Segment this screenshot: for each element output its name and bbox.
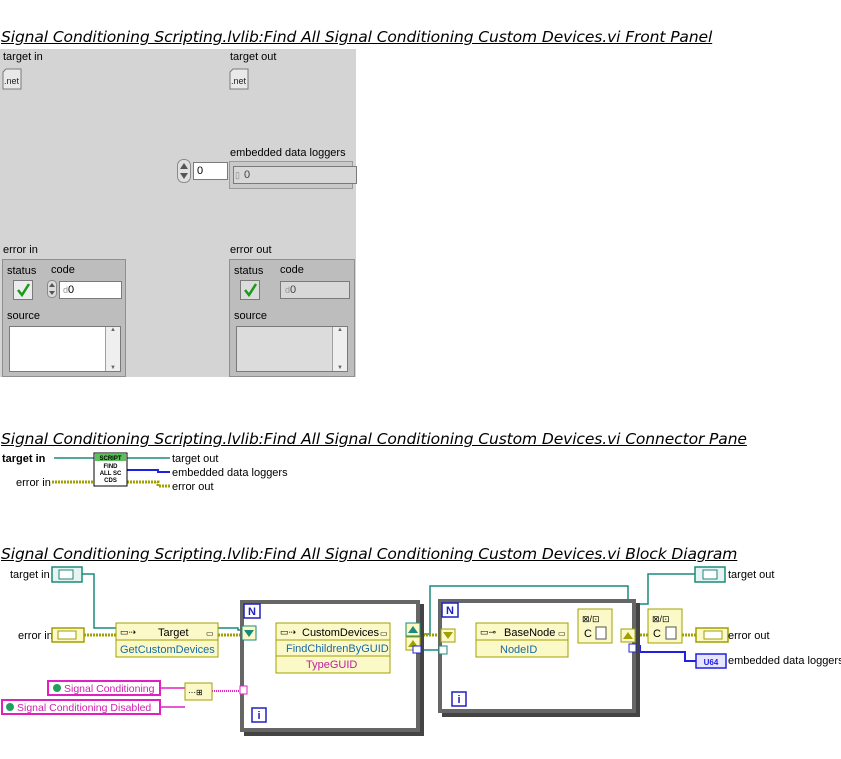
- stepper-icon: [177, 159, 191, 183]
- icon-line: FIND: [104, 464, 119, 470]
- target-out-refnum: .net: [229, 68, 249, 90]
- error-out-status-indicator: [240, 280, 260, 300]
- target-in-terminal[interactable]: [51, 566, 83, 583]
- svg-text:▭⇢: ▭⇢: [120, 627, 137, 637]
- error-in-terminal[interactable]: [51, 627, 85, 643]
- svg-text:▭: ▭: [380, 629, 388, 638]
- dotnet-ref-icon: .net: [229, 68, 249, 90]
- block-diagram: target in error in target out error out …: [1, 566, 841, 736]
- checkmark-icon: [17, 283, 31, 298]
- bd-error-out-label: error out: [728, 630, 770, 642]
- bd-error-in-label: error in: [18, 630, 53, 642]
- svg-text:.net: .net: [231, 76, 247, 86]
- cp-error-out-label: error out: [172, 481, 214, 493]
- u64-badge: U64: [704, 658, 719, 667]
- array-index-input[interactable]: 0: [193, 162, 228, 180]
- svg-text:⊠/⊡: ⊠/⊡: [582, 614, 600, 624]
- base-node-label: BaseNode: [504, 627, 555, 639]
- svg-text:⊠/⊡: ⊠/⊡: [652, 614, 670, 624]
- get-custom-devices-property: GetCustomDevices: [120, 644, 215, 656]
- bd-embedded-label: embedded data loggers: [728, 655, 841, 667]
- loop-iteration-i: i: [457, 694, 460, 706]
- signal-conditioning-text: Signal Conditioning: [64, 683, 155, 695]
- error-out-cluster: status code d0 source ▲ ▼: [229, 259, 355, 377]
- signal-conditioning-disabled-text: Signal Conditioning Disabled: [17, 702, 151, 714]
- loop-iteration-i: i: [257, 710, 260, 722]
- target-node-label: Target: [158, 627, 189, 639]
- close-c-label: C: [653, 628, 661, 640]
- connector-pane-title: Signal Conditioning Scripting.lvlib:Find…: [1, 430, 747, 448]
- error-out-code-label: code: [280, 264, 304, 276]
- embedded-data-loggers-label: embedded data loggers: [230, 147, 346, 159]
- u64-indicator-icon: ▯: [235, 170, 240, 180]
- svg-text:.net: .net: [4, 76, 20, 86]
- cp-target-in-label: target in: [2, 453, 46, 465]
- node-id-property: NodeID: [500, 644, 537, 656]
- error-out-status-label: status: [234, 265, 264, 277]
- target-out-label: target out: [230, 51, 277, 63]
- error-in-status-label: status: [7, 265, 37, 277]
- source-scrollbar[interactable]: ▲ ▼: [105, 327, 120, 371]
- build-array-node[interactable]: ⋯⊞: [184, 682, 213, 701]
- error-out-label: error out: [230, 244, 272, 256]
- error-out-source-label: source: [234, 310, 268, 322]
- error-in-cluster: status code d0 source ▲ ▼: [2, 259, 126, 377]
- icon-line: ALL SC: [100, 471, 122, 477]
- type-guid-param: TypeGUID: [306, 659, 357, 671]
- front-panel-title: Signal Conditioning Scripting.lvlib:Find…: [1, 28, 713, 46]
- dotnet-ref-icon: .net: [2, 68, 22, 90]
- checkmark-icon: [244, 283, 258, 298]
- signal-conditioning-constant[interactable]: Signal Conditioning: [47, 680, 161, 696]
- loop-count-n: N: [446, 605, 454, 617]
- loop-count-n: N: [248, 606, 256, 618]
- error-in-code-label: code: [51, 264, 75, 276]
- target-property-node[interactable]: ▭⇢ Target GetCustomDevices ▭: [115, 622, 219, 658]
- error-out-code-value: d0: [280, 281, 350, 299]
- icon-header: SCRIPT: [99, 456, 121, 462]
- close-reference-node-1[interactable]: ⊠/⊡ C: [577, 608, 613, 644]
- cp-target-out-label: target out: [172, 453, 218, 465]
- target-in-label: target in: [3, 51, 43, 63]
- error-in-code-input[interactable]: d0: [59, 281, 122, 299]
- embedded-data-loggers-value: 0: [233, 166, 357, 184]
- bd-target-out-label: target out: [728, 569, 774, 581]
- target-in-refnum[interactable]: .net: [2, 68, 22, 90]
- svg-text:▭⊸: ▭⊸: [480, 627, 497, 637]
- close-reference-node-2[interactable]: ⊠/⊡ C: [647, 608, 683, 644]
- error-in-label: error in: [3, 244, 38, 256]
- custom-devices-label: CustomDevices: [302, 627, 380, 639]
- cp-embedded-label: embedded data loggers: [172, 467, 288, 479]
- error-in-status-checkbox[interactable]: [13, 280, 33, 300]
- svg-text:⋯⊞: ⋯⊞: [188, 688, 203, 697]
- find-children-method: FindChildrenByGUID: [286, 643, 389, 655]
- error-in-source-input[interactable]: ▲ ▼: [9, 326, 121, 372]
- custom-devices-invoke-node[interactable]: ▭⇢ CustomDevices FindChildrenByGUID Type…: [275, 622, 391, 674]
- error-in-source-label: source: [7, 310, 41, 322]
- close-c-label: C: [584, 628, 592, 640]
- icon-line: CDS: [104, 478, 117, 484]
- bd-target-in-label: target in: [10, 569, 50, 581]
- source-scrollbar[interactable]: ▲ ▼: [332, 327, 347, 371]
- svg-text:▭: ▭: [558, 629, 566, 638]
- front-panel: target in .net target out .net 0 embedde…: [0, 49, 357, 377]
- embedded-terminal: U64: [695, 653, 727, 669]
- svg-text:▭⇢: ▭⇢: [280, 627, 297, 637]
- signal-conditioning-disabled-constant[interactable]: Signal Conditioning Disabled: [1, 699, 161, 715]
- array-index-stepper[interactable]: [177, 159, 191, 183]
- base-node-property-node[interactable]: ▭⊸ BaseNode NodeID ▭: [475, 622, 569, 658]
- block-diagram-title: Signal Conditioning Scripting.lvlib:Find…: [1, 545, 738, 563]
- connector-pane: SCRIPT FIND ALL SC CDS target in error i…: [2, 452, 288, 493]
- code-stepper-icon[interactable]: [47, 280, 57, 298]
- target-out-terminal: [694, 566, 726, 583]
- error-out-source-value: ▲ ▼: [236, 326, 348, 372]
- error-out-terminal: [695, 627, 729, 643]
- svg-text:▭: ▭: [206, 629, 214, 638]
- embedded-data-loggers-array: 0 ▯: [229, 161, 357, 189]
- cp-error-in-label: error in: [16, 477, 51, 489]
